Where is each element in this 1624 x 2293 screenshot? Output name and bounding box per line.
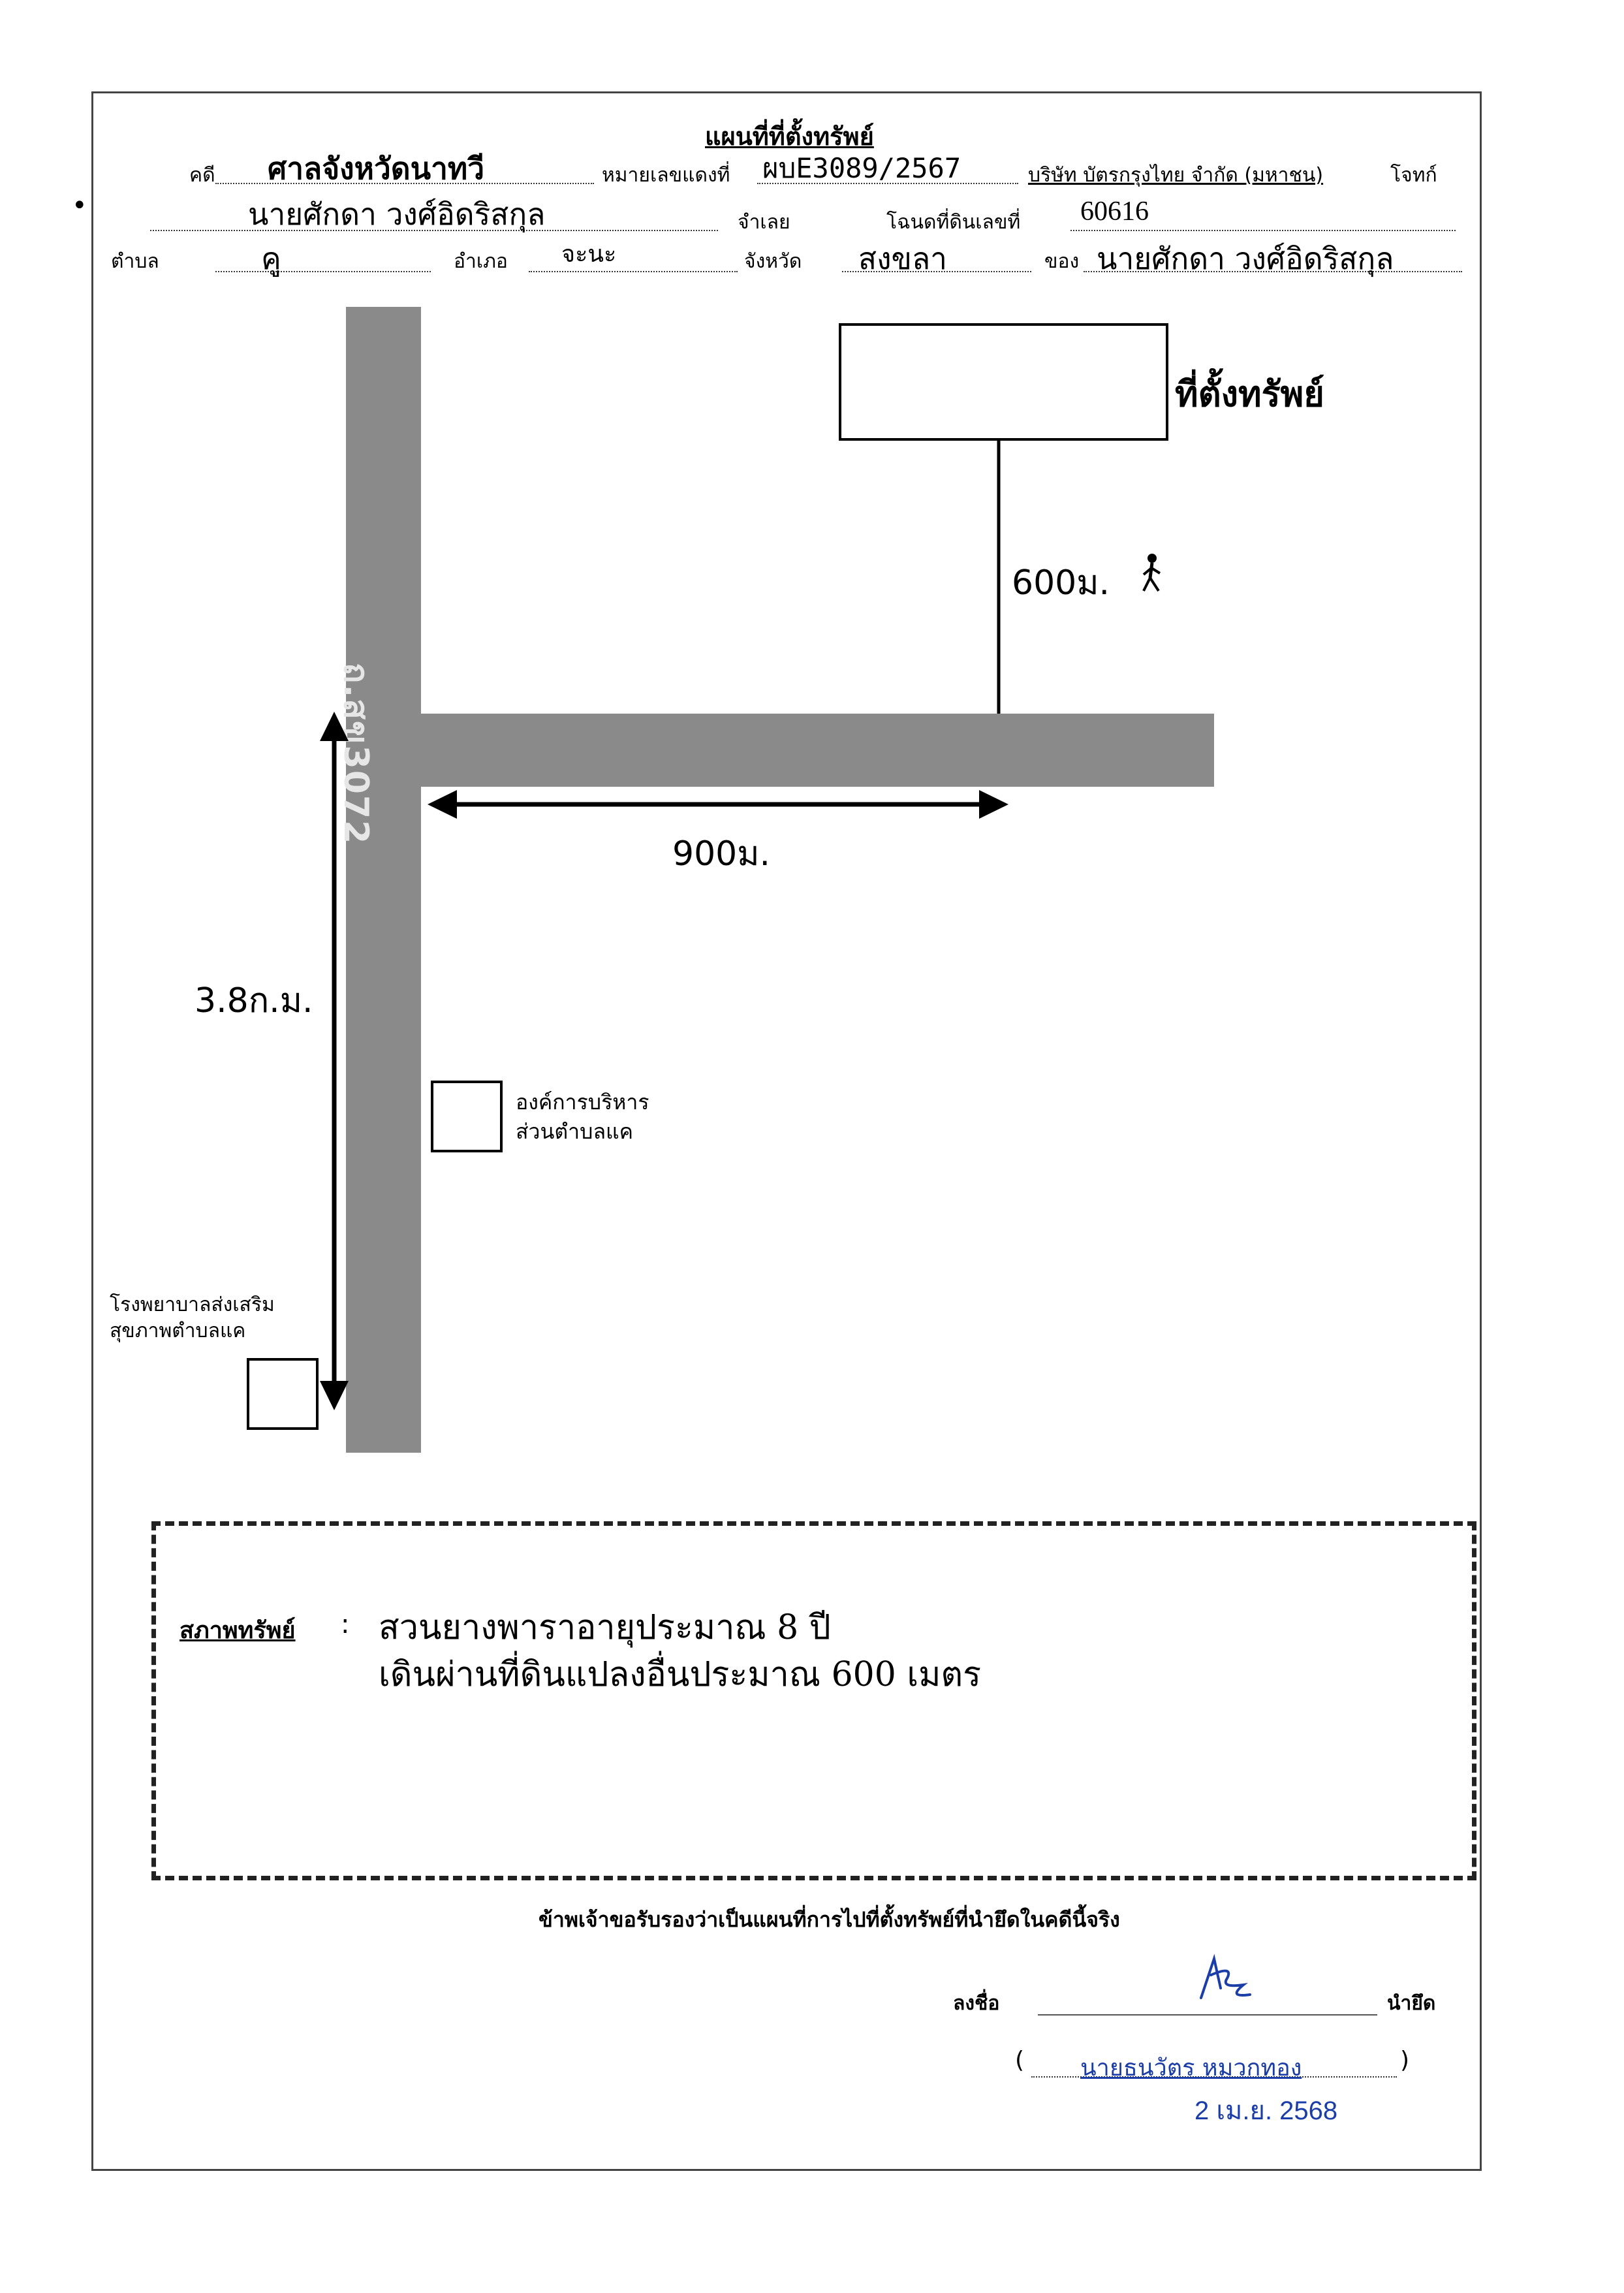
property-condition-box — [151, 1521, 1476, 1880]
red-no-value: ผบE3089/2567 — [762, 152, 961, 184]
district-label: อำเภอ — [454, 250, 508, 273]
arrowhead-bottom — [320, 1381, 349, 1410]
condition-colon: : — [341, 1609, 350, 1639]
sao-office-label-line1: องค์การบริหาร — [516, 1090, 649, 1115]
margin-dot: • — [72, 191, 87, 221]
document-frame — [91, 91, 1482, 2171]
arrowhead-left — [428, 790, 457, 819]
province-underline — [842, 271, 1031, 272]
subdistrict-label: ตำบล — [111, 250, 159, 273]
red-no-label: หมายเลขแดงที่ — [602, 164, 730, 187]
plaintiff-name: บริษัท บัตรกรุงไทย จำกัด (มหาชน) — [1028, 164, 1324, 187]
province-label: จังหวัด — [744, 250, 802, 273]
side-road-distance-label: 900ม. — [672, 834, 771, 874]
plaintiff-label: โจทก์ — [1390, 164, 1437, 187]
owner-underline — [1084, 271, 1462, 272]
case-value: ศาลจังหวัดนาทวี — [268, 151, 485, 186]
document-title: แผนที่ที่ตั้งทรัพย์ — [705, 122, 874, 151]
handwritten-signature — [1200, 1953, 1251, 1999]
signer-name: นายธนวัตร หมวกทอง — [1080, 2055, 1302, 2081]
condition-label: สภาพทรัพย์ — [180, 1617, 296, 1644]
deed-number: 60616 — [1080, 197, 1149, 227]
date-stamp: 2 เม.ย. 2568 — [1195, 2096, 1338, 2125]
walking-person-icon — [1142, 554, 1161, 592]
sao-office-box — [431, 1081, 503, 1152]
owner-name: นายศักดา วงศ์อิดริสกุล — [1097, 241, 1394, 276]
walk-distance-label: 600ม. — [1012, 563, 1110, 603]
defendant-name: นายศักดา วงศ์อิดริสกุล — [248, 197, 546, 232]
defendant-label: จำเลย — [738, 211, 790, 234]
property-label: ที่ตั้งทรัพย์ — [1175, 373, 1324, 415]
case-underline — [215, 183, 594, 184]
sign-label: ลงชื่อ — [953, 1992, 1000, 2015]
arrowhead-top — [320, 712, 349, 741]
subdistrict-underline — [215, 271, 431, 272]
seizer-label: นำยึด — [1387, 1992, 1436, 2015]
district-value: จะนะ — [561, 241, 617, 268]
side-road — [421, 714, 1214, 787]
province-value: สงขลา — [858, 241, 948, 276]
owner-label: ของ — [1044, 250, 1080, 273]
condition-line1: สวนยางพาราอายุประมาณ 8 ปี — [379, 1608, 831, 1647]
deed-underline — [1070, 230, 1456, 231]
case-label: คดี — [189, 164, 215, 187]
property-box — [839, 323, 1168, 441]
signer-name-underline — [1031, 2076, 1397, 2078]
certification-text: ข้าพเจ้าขอรับรองว่าเป็นแผนที่การไปที่ตั้… — [539, 1907, 1120, 1932]
district-underline — [529, 271, 738, 272]
subdistrict-value: คู — [261, 241, 281, 276]
red-no-underline — [757, 183, 1018, 184]
hospital-label-line2: สุขภาพตำบลแค — [110, 1320, 246, 1342]
main-road-distance-label: 3.8ก.ม. — [195, 981, 313, 1020]
arrowhead-right — [979, 790, 1008, 819]
condition-line2: เดินผ่านที่ดินแปลงอื่นประมาณ 600 เมตร — [379, 1655, 982, 1694]
close-paren: ) — [1400, 2047, 1410, 2074]
sao-office-label-line2: ส่วนตำบลแค — [516, 1119, 634, 1144]
open-paren: ( — [1015, 2047, 1025, 2074]
main-road — [346, 307, 421, 1453]
deed-label: โฉนดที่ดินเลขที่ — [886, 211, 1021, 234]
hospital-box — [247, 1358, 319, 1430]
defendant-underline — [150, 230, 718, 231]
hospital-label-line1: โรงพยาบาลส่งเสริม — [110, 1293, 275, 1316]
signature-line — [1038, 2014, 1377, 2016]
